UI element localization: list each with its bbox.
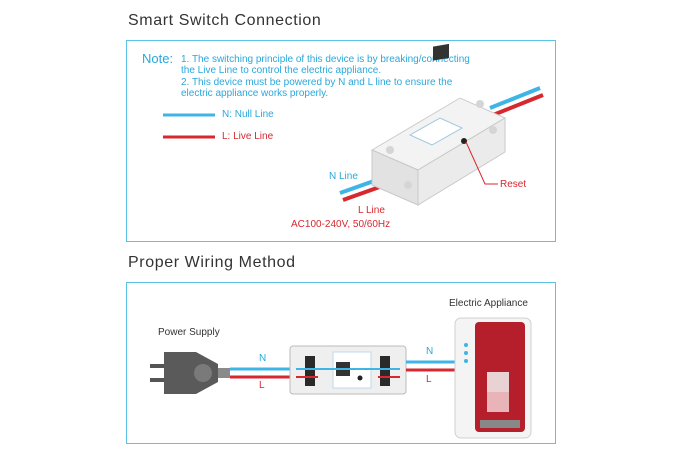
- l-left-label: L: [259, 380, 265, 391]
- note-line-1: 1. The switching principle of this devic…: [181, 54, 470, 65]
- output-wires: [489, 86, 544, 117]
- reset-label: Reset: [500, 179, 527, 190]
- legend-live-label: L: Live Line: [222, 131, 274, 142]
- screw-hole-1: [386, 146, 394, 154]
- plug-neck: [218, 368, 230, 378]
- plug-pin-1: [150, 364, 164, 368]
- plug-body: [164, 352, 218, 394]
- output-live-wire: [492, 93, 544, 117]
- plug-pin-2: [150, 378, 164, 382]
- screw-hole-2: [476, 100, 484, 108]
- reset-button: [461, 138, 467, 144]
- terminal-right: [380, 356, 390, 386]
- electric-appliance: [454, 317, 532, 439]
- reset-pointer: [465, 141, 498, 185]
- section-title-connection: Smart Switch Connection: [128, 12, 322, 29]
- screw-hole-4: [404, 181, 412, 189]
- note-line-3: 2. This device must be powered by N and …: [181, 77, 453, 88]
- section-title-wiring: Proper Wiring Method: [128, 254, 296, 271]
- terminal-left: [305, 356, 315, 386]
- device-side: [417, 117, 506, 206]
- l-line-label: L Line: [358, 205, 385, 216]
- device-label: [408, 117, 464, 146]
- note-label: Note:: [142, 51, 174, 66]
- n-right-label: N: [426, 346, 434, 357]
- indicator-light-3: [464, 359, 468, 363]
- glass-water: [487, 392, 509, 412]
- l-right-label: L: [426, 374, 432, 385]
- switch-top-view: [289, 345, 407, 395]
- screw-hole-3: [489, 126, 497, 134]
- n-line-label: N Line: [329, 171, 358, 182]
- note-line-4: electric appliance works properly.: [181, 88, 329, 99]
- switch-reset-button: [357, 375, 363, 381]
- power-supply-label: Power Supply: [158, 327, 220, 338]
- wiring-panel: [126, 282, 556, 444]
- indicator-light-2: [464, 351, 468, 355]
- indicator-light-1: [464, 343, 468, 347]
- note-line-2: the Live Line to control the electric ap…: [181, 65, 382, 76]
- switch-device: [370, 43, 507, 206]
- power-plug: [150, 352, 230, 394]
- electric-appliance-label: Electric Appliance: [449, 298, 528, 309]
- voltage-label: AC100-240V, 50/60Hz: [291, 219, 391, 230]
- drip-tray: [480, 420, 520, 428]
- qr-code: [433, 43, 449, 61]
- legend-null-label: N: Null Line: [222, 109, 274, 120]
- output-null-wire: [489, 86, 541, 110]
- n-left-label: N: [259, 353, 267, 364]
- plug-grip: [194, 364, 212, 382]
